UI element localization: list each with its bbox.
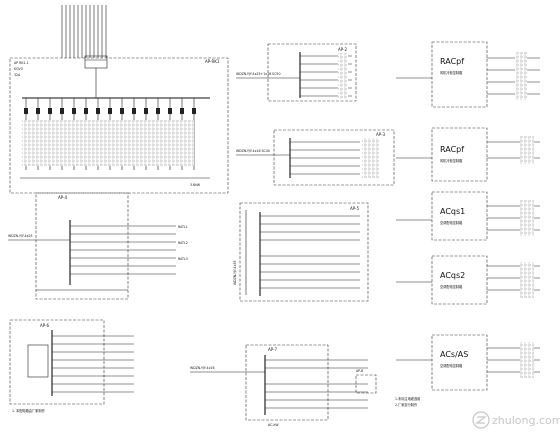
panel-2-distribution: AP-2 WDZN-YJY-4x25+1x16 SC50 <box>236 43 357 102</box>
panel-1-incoming-feeders <box>61 5 107 58</box>
panel-1-main-distribution: AP-RK1 AP RK1-1 KGV3 32A <box>9 5 229 194</box>
cabinet-2-subtitle: 风机冷柜控制箱 <box>440 158 463 163</box>
svg-text:1. 本配电箱由厂家制作: 1. 本配电箱由厂家制作 <box>12 408 46 413</box>
cabinet-1-frame <box>431 41 488 108</box>
cabinet-4-name: ACqs2 <box>440 271 465 280</box>
cabinet-5-frame <box>431 334 488 391</box>
panel-6-tag: AP-6 <box>40 323 50 328</box>
zhulong-logo-icon <box>472 411 490 429</box>
cabinet-4: ACqs2 空调配电控制箱 <box>396 255 540 305</box>
panel-6-outgoing <box>52 335 134 393</box>
svg-text:WDZN-YJY-4x25+1x16 SC50: WDZN-YJY-4x25+1x16 SC50 <box>236 72 280 76</box>
panel-4-frame <box>35 192 129 300</box>
svg-text:RATL3: RATL3 <box>178 257 188 261</box>
panel-8-distribution: AP-8 <box>355 369 377 394</box>
cabinet-5: ACs/AS 空调配电控制箱 1.未标注电缆选用 2.厂家自行制作 <box>395 334 540 407</box>
panel-5-tag: AP-5 <box>350 206 360 211</box>
svg-text:RATL1: RATL1 <box>178 225 188 229</box>
panel-2-frame <box>267 43 357 102</box>
panel-6-distribution: AP-6 1. 本配电箱由厂家制作 <box>9 319 134 413</box>
cabinet-2-name: RACpf <box>440 145 464 154</box>
svg-text:AC-kW: AC-kW <box>268 423 279 427</box>
cabinet-5-name: ACs/AS <box>440 350 468 359</box>
svg-text:1.未标注电缆选用: 1.未标注电缆选用 <box>395 396 420 401</box>
cabinet-3-name: ACqs1 <box>440 207 465 216</box>
cabinet-4-frame <box>431 255 488 305</box>
cabinet-3: ACqs1 空调配电控制箱 <box>396 191 540 241</box>
panel-7-frame <box>245 344 329 421</box>
panel-3-frame <box>273 129 395 186</box>
panel-1-breaker-marks <box>24 108 196 114</box>
panel-1-tag: AP-RK1 <box>205 59 220 64</box>
svg-text:RATL2: RATL2 <box>178 241 188 245</box>
cabinet-2: RACpf 风机冷柜控制箱 <box>396 127 540 182</box>
panel-3-tag: AP-3 <box>376 132 386 137</box>
panel-7-tag: AP-7 <box>268 347 278 352</box>
cabinet-5-subtitle: 空调配电控制箱 <box>440 363 463 368</box>
panel-2-tag: AP-2 <box>338 47 348 52</box>
cabinet-4-subtitle: 空调配电控制箱 <box>440 284 463 289</box>
panel-7-distribution: AP-7 WDZN-YJY-4x16 AC-kW <box>190 344 368 427</box>
cabinet-1: RACpf 风机冷柜控制箱 <box>396 41 540 108</box>
panel-3-distribution: AP-3 WDZN-YJY-4x16 SC40 <box>236 129 395 186</box>
panel-5-distribution: AP-5 WDZN-YJY-4x35 <box>233 202 369 302</box>
svg-text:WDZN-YJY-4x16 SC40: WDZN-YJY-4x16 SC40 <box>236 149 270 153</box>
svg-text:KGV3: KGV3 <box>14 67 23 71</box>
cabinet-1-subtitle: 风机冷柜控制箱 <box>440 70 463 75</box>
svg-text:WDZN-YJY-4x35: WDZN-YJY-4x35 <box>233 260 237 285</box>
panel-6-frame <box>9 319 105 405</box>
panel-8-frame <box>355 374 377 394</box>
panel-8-tag: AP-8 <box>356 369 363 373</box>
panel-7-outgoing <box>265 359 368 409</box>
cabinet-1-name: RACpf <box>440 57 464 66</box>
cabinet-2-frame <box>431 127 488 182</box>
panel-1-circuit-labels <box>22 120 194 166</box>
svg-text:WDZN-YJY-4x16: WDZN-YJY-4x16 <box>190 366 215 370</box>
panel-4-distribution: AP-4 WDZN-YJY-4x25 RATL1 RATL2 RATL3 <box>8 192 188 300</box>
svg-text:WDZN-YJY-4x25: WDZN-YJY-4x25 <box>8 234 33 238</box>
panel-4-outgoing <box>70 225 176 275</box>
svg-text:AP RK1-1: AP RK1-1 <box>14 61 29 65</box>
panel-4-tag: AP-4 <box>58 195 68 200</box>
watermark-text: zhulong.com <box>492 414 560 427</box>
svg-text:32A: 32A <box>14 73 21 77</box>
panel-5-outgoing <box>260 215 360 289</box>
svg-text:3.6kW: 3.6kW <box>190 183 201 187</box>
watermark: zhulong.com <box>472 411 560 429</box>
panel-5-frame <box>239 202 369 302</box>
svg-text:2.厂家自行制作: 2.厂家自行制作 <box>395 402 418 407</box>
cabinet-3-subtitle: 空调配电控制箱 <box>440 220 463 225</box>
cabinet-3-frame <box>431 191 488 241</box>
